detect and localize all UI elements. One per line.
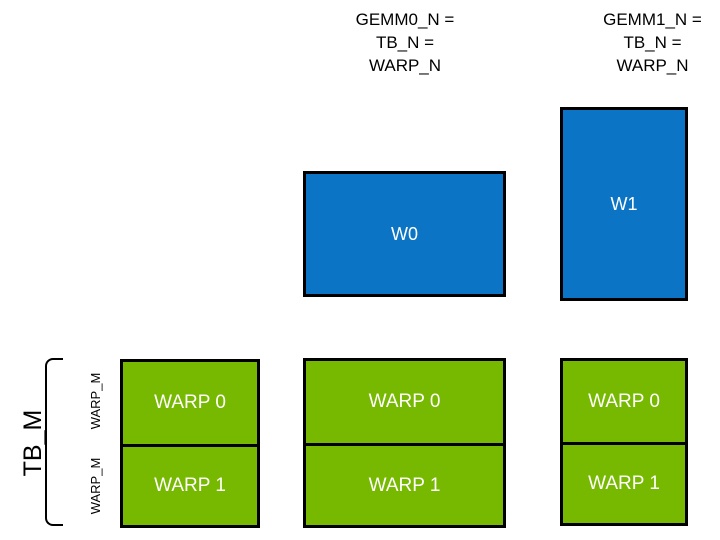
green-cell-left-warp0[interactable]: WARP 0 — [123, 362, 257, 444]
green-cell-right-warp1-label: WARP 1 — [588, 473, 660, 494]
green-cell-middle-warp0[interactable]: WARP 0 — [306, 361, 503, 443]
axis-label-warp-m-top: WARP_M — [88, 372, 103, 430]
green-cell-right-warp1[interactable]: WARP 1 — [563, 442, 685, 523]
green-cell-left-warp1-label: WARP 1 — [154, 474, 226, 496]
green-cell-middle-warp1-label: WARP 1 — [368, 474, 441, 496]
blue-tile-w1[interactable]: W1 — [560, 107, 688, 301]
green-cell-left-warp0-label: WARP 0 — [154, 391, 226, 413]
blue-tile-w1-label: W1 — [610, 193, 638, 214]
green-cell-middle-warp1[interactable]: WARP 1 — [306, 443, 503, 525]
green-cell-right-warp0[interactable]: WARP 0 — [563, 361, 685, 442]
green-column-left[interactable]: WARP 0 WARP 1 — [120, 359, 260, 528]
column-caption-gemm1: GEMM1_N = TB_N = WARP_N — [603, 10, 702, 75]
green-cell-middle-warp0-label: WARP 0 — [368, 391, 441, 412]
green-column-right[interactable]: WARP 0 WARP 1 — [560, 358, 688, 526]
green-cell-left-warp1[interactable]: WARP 1 — [123, 443, 257, 525]
green-cell-right-warp0-label: WARP 0 — [588, 390, 660, 412]
axis-label-warp-m-bottom: WARP_M — [88, 457, 103, 515]
blue-tile-w0[interactable]: W0 — [303, 171, 506, 297]
tb-m-brace — [45, 358, 63, 526]
axis-label-tb-m: TB_M — [19, 409, 47, 477]
blue-tile-w0-label: W0 — [391, 223, 418, 244]
column-caption-gemm0: GEMM0_N = TB_N = WARP_N — [355, 10, 455, 75]
green-column-middle[interactable]: WARP 0 WARP 1 — [303, 358, 506, 528]
